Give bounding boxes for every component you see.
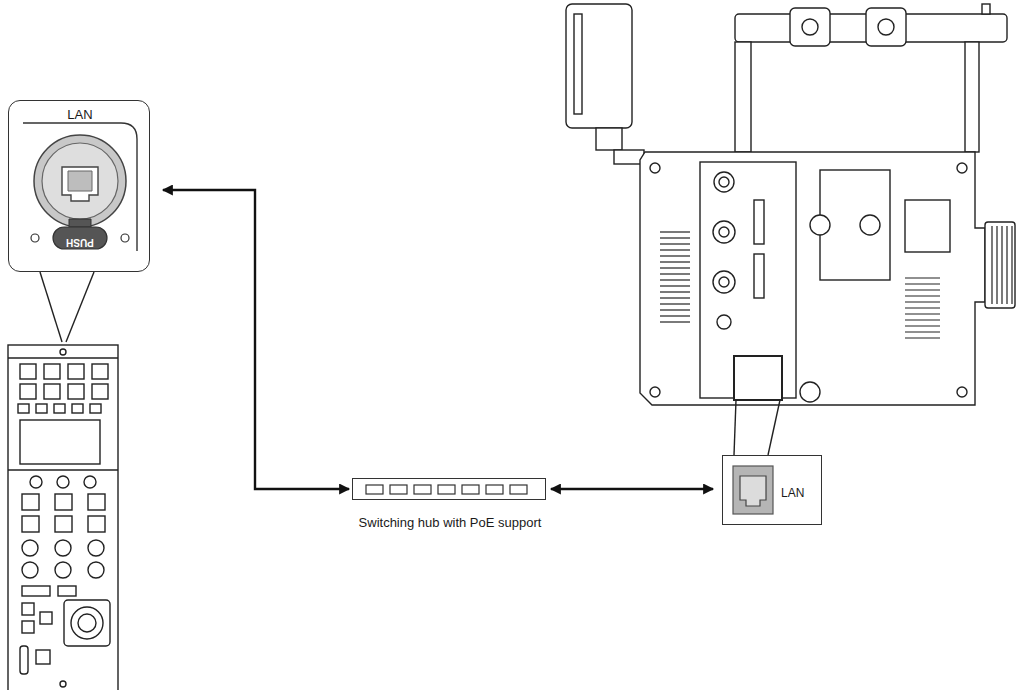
camera-lan-port (723, 456, 823, 526)
camera-lan-callout: LAN (722, 455, 822, 525)
lan-cable-arrow (551, 488, 713, 490)
lan-connector-callout: LAN PUSH (8, 100, 150, 272)
lan-cable-arrow (163, 190, 349, 489)
port-label: LAN (781, 486, 804, 500)
latch-label-holder: PUSH (53, 231, 107, 249)
hub-ports (353, 479, 547, 501)
port-label-holder: LAN (9, 105, 151, 123)
port-label: LAN (67, 107, 92, 122)
latch-label: PUSH (66, 236, 94, 248)
switching-hub: Switching hub with PoE support (352, 478, 546, 500)
hub-caption-holder: Switching hub with PoE support (333, 513, 567, 531)
port-label-holder: LAN (781, 483, 804, 501)
hub-caption: Switching hub with PoE support (359, 515, 542, 530)
